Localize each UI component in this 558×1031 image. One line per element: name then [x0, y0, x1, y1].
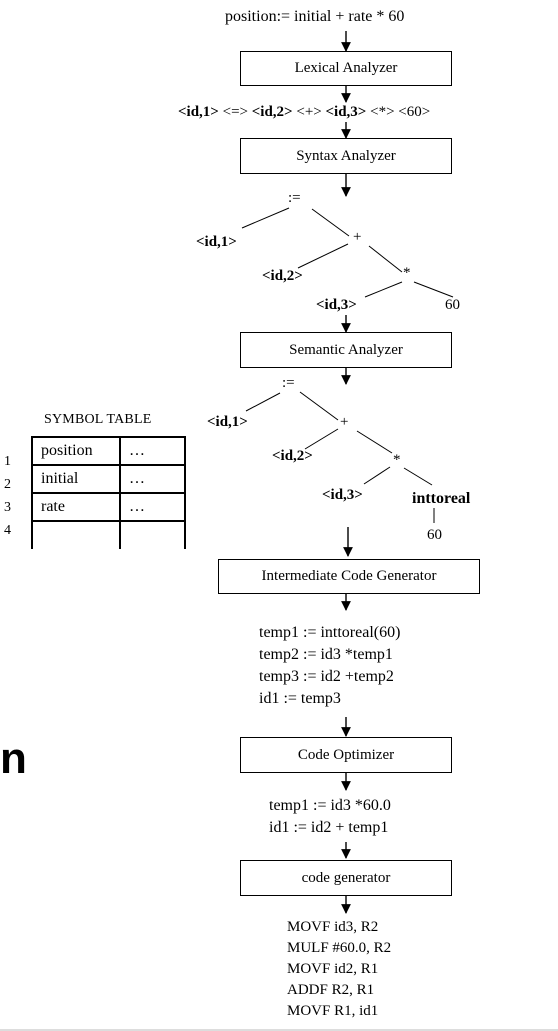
- symbol-info-cell: …: [119, 492, 186, 522]
- code-line: temp1 := id3 *60.0: [269, 797, 391, 814]
- semantic-node-assign: :=: [282, 375, 295, 391]
- tree-edge: [403, 467, 433, 486]
- code-generator-box: code generator: [240, 860, 452, 896]
- intermediate-code: temp1 := inttoreal(60) temp2 := id3 *tem…: [259, 622, 400, 710]
- semantic-node-times: *: [393, 452, 401, 468]
- token-id3: <id,3>: [325, 104, 367, 120]
- symbol-table-title: SYMBOL TABLE: [44, 412, 152, 427]
- semantic-node-id2-text: <id,2>: [272, 448, 313, 464]
- tree-edge: [363, 466, 391, 485]
- code-line: temp1 := inttoreal(60): [259, 624, 401, 641]
- semantic-node-plus: +: [340, 414, 349, 430]
- symbol-table-row: rate …: [31, 492, 186, 522]
- syntax-node-id1-text: <id,1>: [196, 234, 237, 250]
- semantic-node-id3-text: <id,3>: [322, 487, 363, 503]
- code-line: id1 := temp3: [259, 690, 341, 707]
- symbol-info-cell: …: [119, 464, 186, 494]
- tree-edge: [368, 245, 403, 273]
- tree-edge: [297, 243, 349, 269]
- symbol-row-number: 1: [4, 454, 11, 469]
- semantic-node-id1: <id,1>: [207, 414, 248, 431]
- tree-edge: [245, 392, 281, 412]
- symbol-table-row: initial …: [31, 464, 186, 494]
- optimized-code: temp1 := id3 *60.0 id1 := id2 + temp1: [269, 795, 391, 839]
- syntax-node-plus: +: [353, 229, 362, 245]
- syntax-node-id3-text: <id,3>: [316, 297, 357, 313]
- token-stream: <id,1> <=> <id,2> <+> <id,3> <*> <60>: [178, 104, 430, 121]
- symbol-name-cell: [31, 520, 121, 549]
- semantic-analyzer-label: Semantic Analyzer: [289, 341, 403, 358]
- syntax-node-id2-text: <id,2>: [262, 268, 303, 284]
- code-line: id1 := id2 + temp1: [269, 819, 389, 836]
- semantic-node-id1-text: <id,1>: [207, 414, 248, 430]
- token-tail: <*> <60>: [366, 104, 431, 120]
- code-generator-label: code generator: [301, 869, 391, 886]
- symbol-name-cell: initial: [31, 464, 121, 494]
- lexical-analyzer-label: Lexical Analyzer: [294, 60, 398, 76]
- semantic-analyzer-box: Semantic Analyzer: [240, 332, 452, 368]
- code-line: ADDF R2, R1: [287, 982, 375, 998]
- intermediate-code-generator-box: Intermediate Code Generator: [218, 559, 480, 594]
- tree-edge: [413, 281, 454, 298]
- token-assign: <=>: [218, 104, 252, 120]
- code-line: MOVF R1, id1: [287, 1003, 379, 1019]
- syntax-node-times: *: [403, 265, 411, 281]
- symbol-name-cell: position: [31, 436, 121, 466]
- semantic-node-inttoreal-text: inttoreal: [412, 490, 471, 507]
- syntax-node-id1: <id,1>: [196, 234, 237, 251]
- semantic-node-id2: <id,2>: [272, 448, 313, 465]
- code-line: temp2 := id3 *temp1: [259, 646, 393, 663]
- target-code: MOVF id3, R2 MULF #60.0, R2 MOVF id2, R1…: [287, 917, 391, 1022]
- code-line: temp3 := id2 +temp2: [259, 668, 394, 685]
- semantic-node-id3: <id,3>: [322, 487, 363, 504]
- tree-edge: [299, 391, 339, 421]
- symbol-name-cell: rate: [31, 492, 121, 522]
- semantic-node-60: 60: [427, 527, 442, 543]
- syntax-tree-edges: [241, 207, 454, 298]
- page-text-fragment: n: [0, 734, 27, 783]
- symbol-table: position … initial … rate …: [31, 436, 186, 549]
- tree-edge: [356, 430, 393, 454]
- semantic-node-inttoreal: inttoreal: [412, 490, 470, 508]
- syntax-node-id2: <id,2>: [262, 268, 303, 285]
- syntax-node-assign: :=: [288, 190, 301, 206]
- token-plus: <+>: [292, 104, 326, 120]
- tree-edge: [304, 428, 339, 450]
- intermediate-code-generator-label: Intermediate Code Generator: [261, 568, 437, 584]
- syntax-analyzer-box: Syntax Analyzer: [240, 138, 452, 174]
- input-statement: position:= initial + rate * 60: [225, 8, 405, 25]
- syntax-analyzer-label: Syntax Analyzer: [296, 147, 396, 164]
- code-line: MOVF id3, R2: [287, 919, 379, 935]
- code-line: MOVF id2, R1: [287, 961, 379, 977]
- token-id2: <id,2>: [251, 104, 293, 120]
- bottom-divider: [0, 1029, 558, 1031]
- flow-arrows: [341, 31, 353, 914]
- syntax-node-id3: <id,3>: [316, 297, 357, 314]
- symbol-table-row: [31, 520, 186, 549]
- lexical-analyzer-box: Lexical Analyzer: [240, 51, 452, 86]
- syntax-node-60: 60: [445, 297, 460, 313]
- symbol-row-number: 2: [4, 477, 11, 492]
- symbol-row-number: 3: [4, 500, 11, 515]
- tree-edge: [364, 281, 403, 298]
- code-optimizer-label: Code Optimizer: [297, 746, 395, 763]
- code-line: MULF #60.0, R2: [287, 940, 392, 956]
- token-id1: <id,1>: [178, 104, 219, 120]
- tree-edge: [311, 208, 350, 237]
- code-optimizer-box: Code Optimizer: [240, 737, 452, 773]
- symbol-table-row: position …: [31, 436, 186, 466]
- tree-edge: [241, 207, 290, 229]
- semantic-tree-edges: [245, 391, 435, 523]
- symbol-row-number: 4: [4, 523, 11, 538]
- symbol-info-cell: …: [119, 436, 186, 466]
- symbol-info-cell: [119, 520, 186, 549]
